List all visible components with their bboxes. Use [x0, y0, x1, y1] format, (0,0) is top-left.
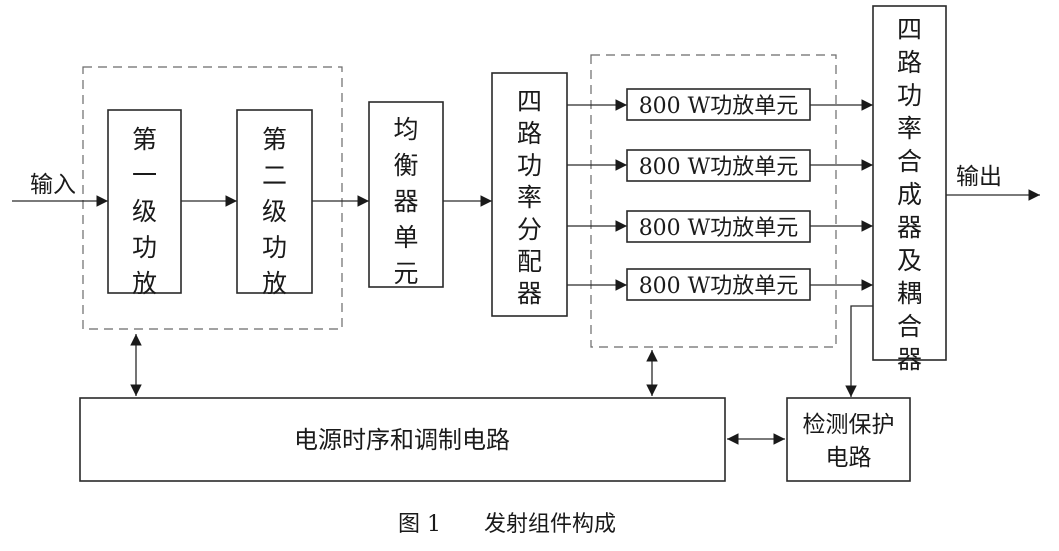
splitter-char: 功: [517, 151, 542, 180]
stage2-amplifier-label: 第二级功放: [262, 125, 287, 298]
equalizer-char: 均: [393, 115, 418, 144]
stage1-amplifier-block: 第一级功放: [107, 109, 182, 298]
combiner-block: 四路功率合成器及耦合器: [872, 5, 947, 374]
equalizer-block: 均衡器单元: [368, 101, 444, 288]
protection-circuit-label-line2: 电路: [826, 445, 872, 471]
stage2-char: 放: [262, 269, 287, 298]
arrow-coupler-to-protection: [845, 305, 873, 397]
protection-circuit-block: 检测保护 电路: [786, 397, 911, 482]
input-label: 输入: [30, 172, 76, 198]
stage1-char: 放: [132, 269, 157, 298]
output-label: 输出: [956, 164, 1002, 190]
equalizer-char: 器: [393, 187, 418, 216]
splitter-char: 四: [517, 87, 542, 116]
stage2-char: 第: [262, 125, 287, 154]
amp-unit-1-label: 800 W功放单元: [639, 94, 799, 119]
preamp-group-dashed-boundary: [82, 66, 343, 330]
combiner-char: 成: [897, 180, 922, 209]
power-modulation-box: [79, 397, 726, 482]
figure-number: 图 1: [398, 512, 441, 537]
protection-circuit-label-line1: 检测保护: [803, 412, 895, 438]
combiner-char: 合: [897, 312, 922, 341]
stage2-char: 功: [262, 233, 287, 262]
stage2-char: 级: [262, 197, 287, 226]
stage1-char: 功: [132, 233, 157, 262]
combiner-char: 器: [897, 213, 922, 242]
equalizer-char: 元: [393, 259, 418, 288]
combiner-box: [872, 5, 947, 361]
stage1-char: 第: [132, 125, 157, 154]
combiner-char: 合: [897, 147, 922, 176]
amp-unit-3: 800 W功放单元: [626, 210, 811, 243]
stage1-amplifier-label: 第一级功放: [132, 125, 157, 298]
combiner-char: 功: [897, 81, 922, 110]
stage1-char: 级: [132, 197, 157, 226]
splitter-char: 配: [517, 247, 542, 276]
figure-title: 发射组件构成: [484, 512, 616, 537]
protection-circuit-box: [786, 397, 911, 482]
amp-units-group-dashed-boundary: [590, 54, 837, 348]
combiner-char: 及: [897, 246, 922, 275]
power-modulation-block: 电源时序和调制电路: [79, 397, 726, 482]
splitter-char: 分: [517, 215, 542, 244]
equalizer-char: 衡: [393, 151, 418, 180]
splitter-box: [491, 72, 568, 317]
amp-unit-2-box: [626, 149, 811, 182]
stage2-char: 二: [262, 161, 287, 190]
combiner-char: 四: [897, 15, 922, 44]
amp-unit-1: 800 W功放单元: [626, 88, 811, 121]
splitter-label: 四路功率分配器: [517, 87, 542, 308]
power-modulation-label: 电源时序和调制电路: [294, 426, 510, 454]
equalizer-box: [368, 101, 444, 288]
splitter-char: 器: [517, 279, 542, 308]
combiner-char: 耦: [897, 279, 922, 308]
combiner-label: 四路功率合成器及耦合器: [897, 15, 922, 374]
combiner-char: 路: [897, 48, 922, 77]
combiner-char: 率: [897, 114, 922, 143]
amp-unit-4: 800 W功放单元: [626, 268, 811, 301]
amp-unit-2-label: 800 W功放单元: [639, 155, 799, 180]
splitter-char: 路: [517, 119, 542, 148]
stage2-amplifier-block: 第二级功放: [236, 109, 313, 298]
amp-unit-4-label: 800 W功放单元: [639, 274, 799, 299]
stage1-amplifier-box: [107, 109, 182, 294]
splitter-char: 率: [517, 183, 542, 212]
amp-unit-3-label: 800 W功放单元: [639, 216, 799, 241]
equalizer-label: 均衡器单元: [393, 115, 418, 288]
equalizer-char: 单: [393, 223, 418, 252]
stage1-char: 一: [132, 161, 157, 190]
splitter-block: 四路功率分配器: [491, 72, 568, 317]
combiner-char: 器: [897, 345, 922, 374]
amp-unit-4-box: [626, 268, 811, 301]
amp-unit-2: 800 W功放单元: [626, 149, 811, 182]
